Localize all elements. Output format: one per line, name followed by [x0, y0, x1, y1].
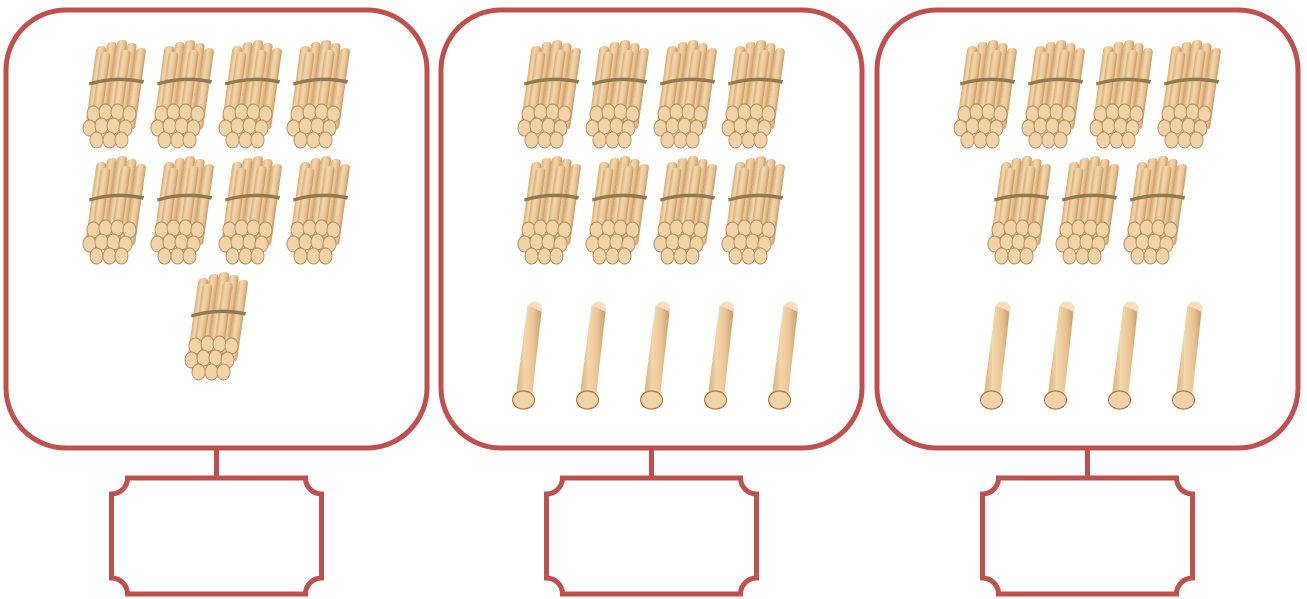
answer-box-3[interactable]	[980, 475, 1195, 597]
panel-frame-1	[3, 7, 430, 451]
answer-box-2[interactable]	[544, 475, 759, 597]
answer-box-1[interactable]	[109, 475, 324, 597]
